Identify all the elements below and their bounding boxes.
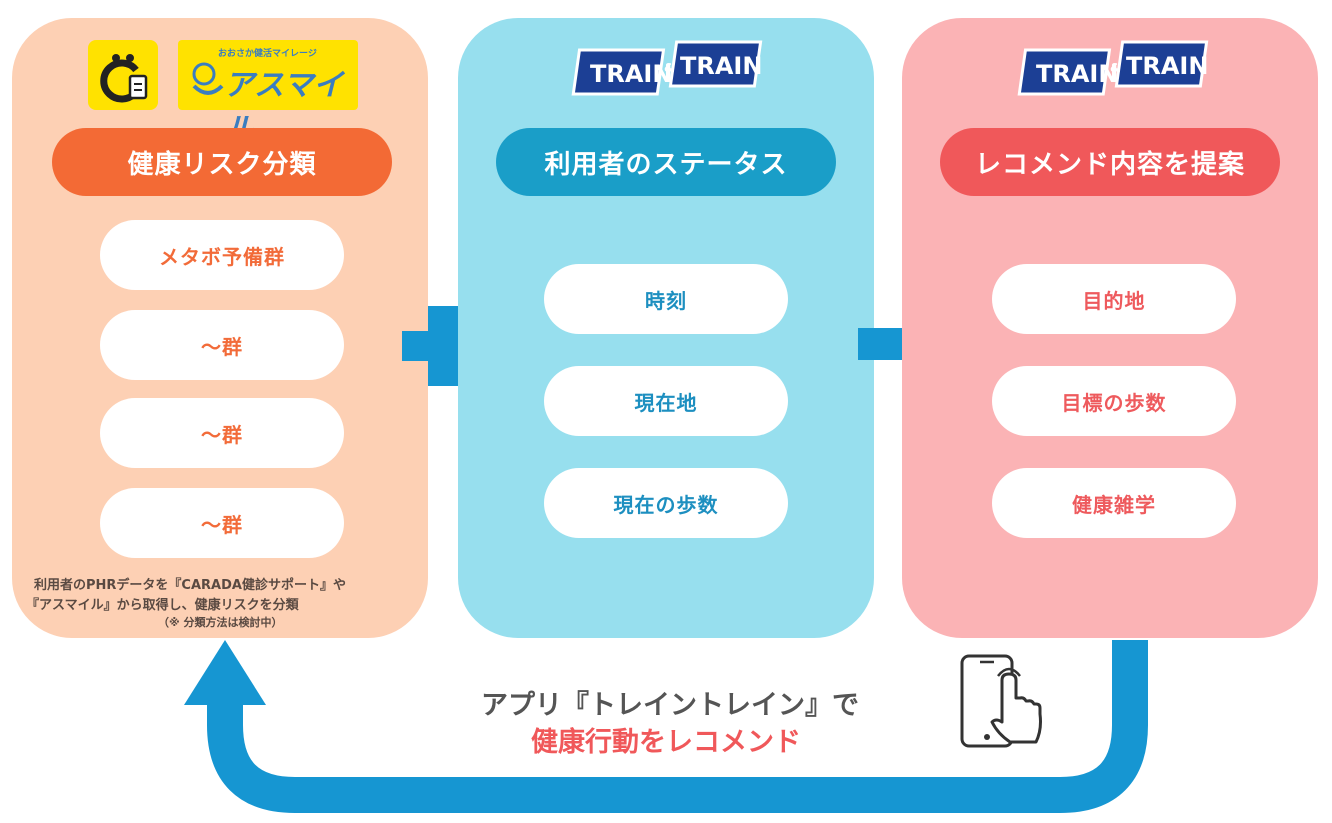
- train-and-train-logo-icon: TRAIN TRAIN &: [1014, 32, 1214, 102]
- recommend-panel: TRAIN TRAIN & レコメンド内容を提案 目的地 目標の歩数 健康雑学: [902, 18, 1318, 638]
- train-logo-amp: &: [664, 61, 674, 75]
- caption-recommend-line: 健康行動をレコメンド: [531, 727, 801, 758]
- train-and-train-logo-icon: TRAIN TRAIN &: [568, 32, 768, 102]
- health-risk-header: 健康リスク分類: [52, 128, 392, 196]
- carada-logo-icon: [88, 40, 158, 110]
- status-item: 時刻: [544, 264, 788, 334]
- data-source-note: 『アスマイル』から取得し、健康リスクを分類: [26, 598, 299, 613]
- train-logo-left: TRAIN: [1036, 60, 1118, 88]
- train-logo-right: TRAIN: [1126, 52, 1208, 80]
- user-status-header: 利用者のステータス: [496, 128, 836, 196]
- group-item: メタボ予備群: [100, 220, 344, 290]
- recommend-item: 目的地: [992, 264, 1236, 334]
- asmile-logo-subtext: おおさか健活マイレージ: [218, 49, 317, 59]
- method-note: （※ 分類方法は検討中）: [158, 616, 283, 629]
- train-logo-right: TRAIN: [680, 52, 762, 80]
- group-item: 〜群: [100, 398, 344, 468]
- health-risk-panel: おおさか健活マイレージ アスマイル 健康リスク分類 メタボ予備群 〜群 〜群 〜…: [12, 18, 428, 638]
- recommend-header: レコメンド内容を提案: [940, 128, 1280, 196]
- user-status-panel: TRAIN TRAIN & 利用者のステータス 時刻 現在地 現在の歩数: [458, 18, 874, 638]
- status-item: 現在の歩数: [544, 468, 788, 538]
- asmile-logo-icon: おおさか健活マイレージ アスマイル: [178, 40, 358, 147]
- smartphone-tap-icon: [960, 654, 1042, 748]
- plus-icon: [402, 306, 486, 386]
- caption-app-line: アプリ『トレイントレイン』で: [481, 690, 859, 721]
- train-logo-amp: &: [1110, 61, 1120, 75]
- data-source-note: 利用者のPHRデータを『CARADA健診サポート』や: [34, 578, 346, 593]
- group-item: 〜群: [100, 488, 344, 558]
- train-logo-left: TRAIN: [590, 60, 672, 88]
- status-item: 現在地: [544, 366, 788, 436]
- recommend-item: 健康雑学: [992, 468, 1236, 538]
- recommend-item: 目標の歩数: [992, 366, 1236, 436]
- group-item: 〜群: [100, 310, 344, 380]
